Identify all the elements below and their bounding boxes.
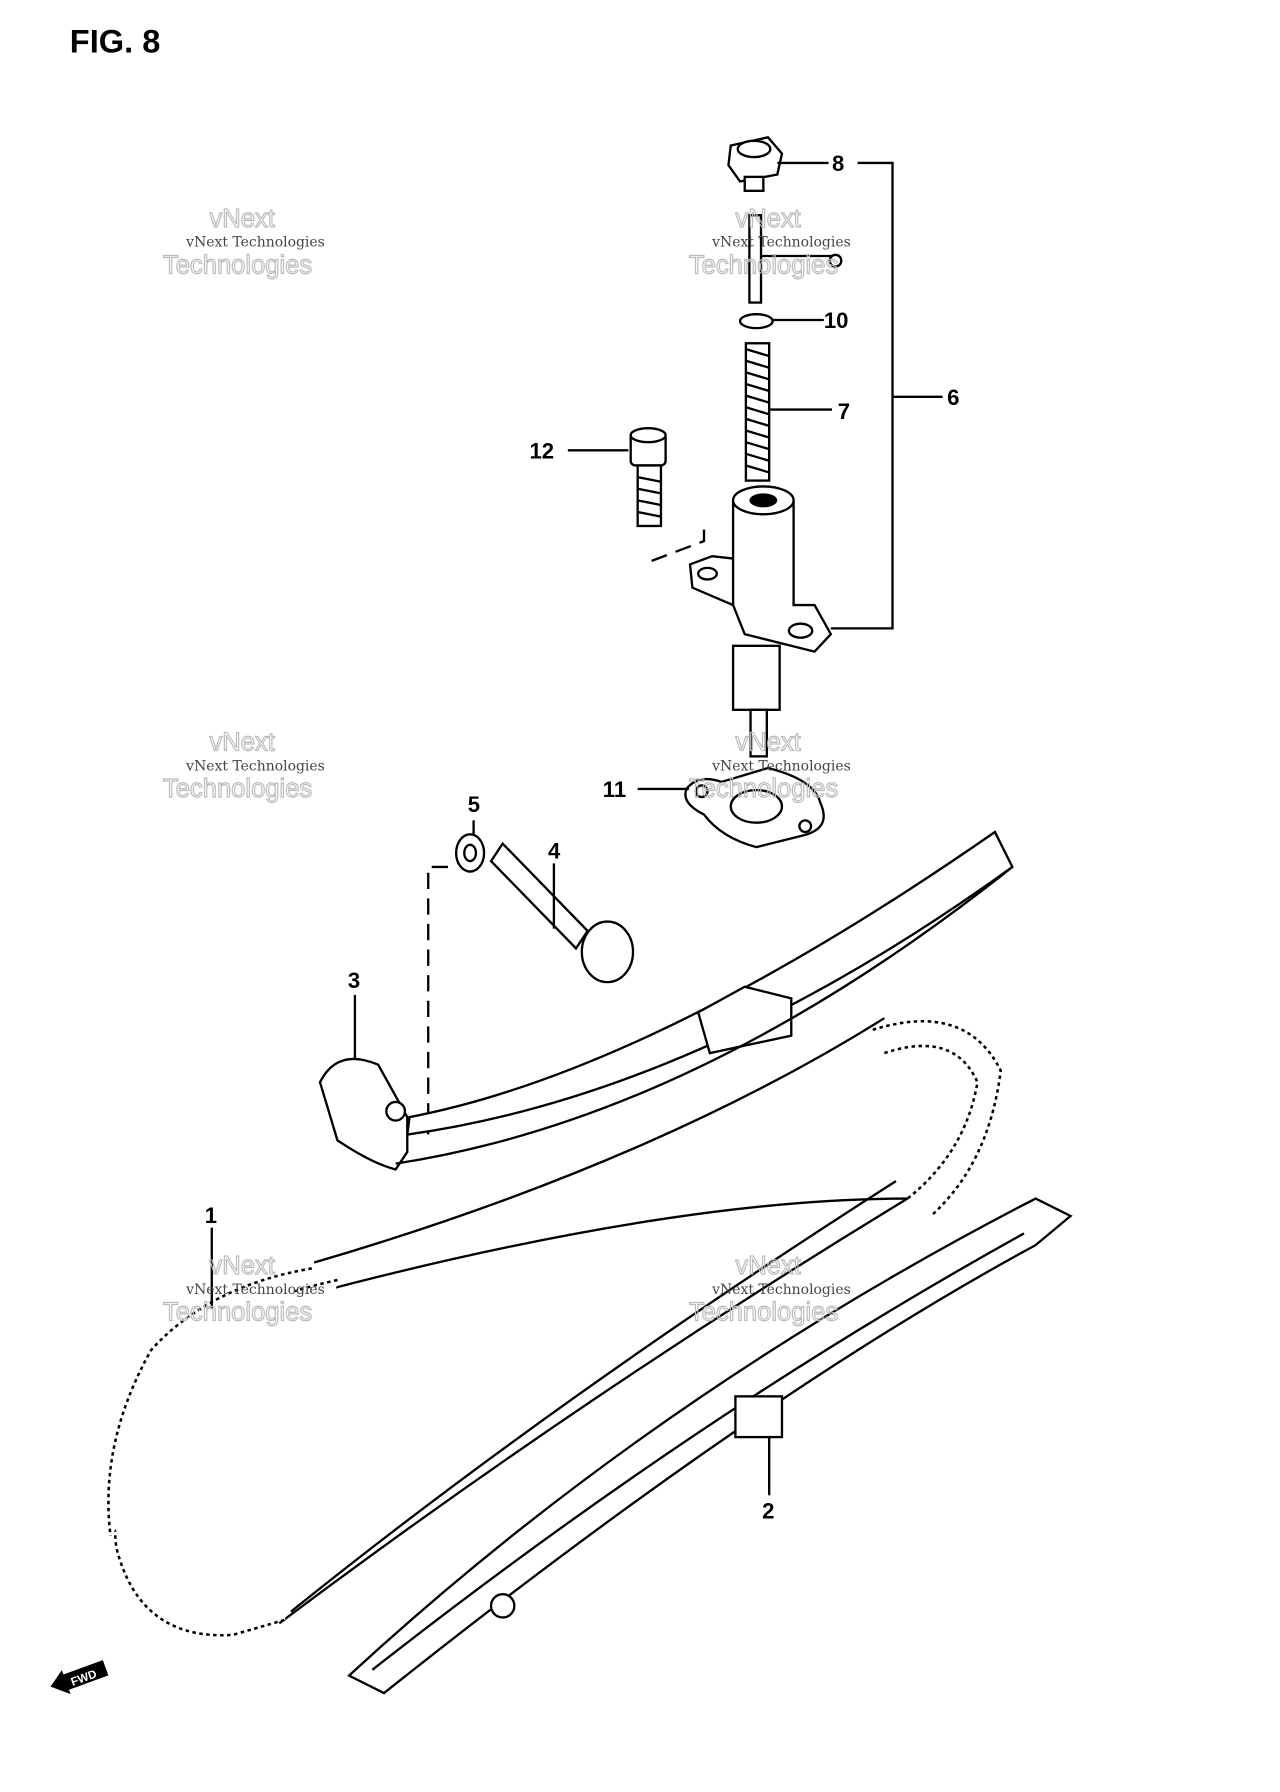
watermark-line3: Technologies bbox=[689, 251, 838, 279]
callout-12: 12 bbox=[529, 438, 554, 463]
watermark-line2: vNext Technologies bbox=[185, 758, 325, 774]
fwd-label: FWD bbox=[69, 1668, 98, 1689]
pin-clip bbox=[828, 253, 843, 268]
watermark-line2: vNext Technologies bbox=[185, 235, 325, 251]
watermark-line2: vNext Technologies bbox=[711, 235, 851, 251]
callout-leaders bbox=[210, 161, 943, 1496]
watermark-line2: vNext Technologies bbox=[711, 758, 851, 774]
watermark-line3: Technologies bbox=[689, 1299, 838, 1327]
cam-chain-part bbox=[107, 1017, 1003, 1637]
watermark-line3: Technologies bbox=[689, 775, 838, 803]
chain-guide-part bbox=[347, 1197, 1073, 1695]
plunger-pin bbox=[748, 214, 763, 304]
callout-4: 4 bbox=[548, 839, 561, 864]
callout-1: 1 bbox=[205, 1203, 217, 1228]
watermark-line1: vNext bbox=[209, 205, 274, 233]
watermark-line1: vNext bbox=[735, 729, 800, 757]
pivot-guide-line bbox=[427, 865, 448, 1135]
watermark-line1: vNext bbox=[735, 1252, 800, 1280]
callout-6: 6 bbox=[947, 385, 959, 410]
o-ring-part bbox=[738, 313, 774, 330]
watermark: vNext vNext Technologies Technologies vN… bbox=[162, 204, 851, 1327]
gasket-hole bbox=[729, 788, 784, 824]
watermark-line3: Technologies bbox=[163, 251, 312, 279]
watermark-line3: Technologies bbox=[163, 1299, 312, 1327]
pivot-bolt-part bbox=[489, 841, 635, 984]
bolt-guide-line bbox=[651, 529, 706, 562]
callout-2: 2 bbox=[762, 1499, 774, 1524]
fwd-arrow-icon: FWD bbox=[50, 1660, 109, 1695]
callout-11: 11 bbox=[603, 777, 626, 802]
tensioner-slipper-part bbox=[318, 830, 1014, 1171]
callout-8: 8 bbox=[832, 151, 844, 176]
figure-title: FIG. 8 bbox=[70, 23, 161, 59]
bolt-part bbox=[629, 427, 667, 528]
cap-bolt-part bbox=[727, 136, 784, 192]
watermark-line3: Technologies bbox=[163, 775, 312, 803]
watermark-line1: vNext bbox=[209, 1252, 274, 1280]
watermark-line2: vNext Technologies bbox=[711, 1282, 851, 1298]
spring-part bbox=[744, 342, 771, 482]
callout-3: 3 bbox=[348, 968, 360, 993]
watermark-line1: vNext bbox=[209, 729, 274, 757]
tensioner-body-part bbox=[688, 485, 833, 758]
callout-5: 5 bbox=[468, 792, 480, 817]
callout-7: 7 bbox=[838, 399, 850, 424]
watermark-line1: vNext bbox=[735, 205, 800, 233]
watermark-line2: vNext Technologies bbox=[185, 1282, 325, 1298]
callout-10: 10 bbox=[824, 308, 849, 333]
